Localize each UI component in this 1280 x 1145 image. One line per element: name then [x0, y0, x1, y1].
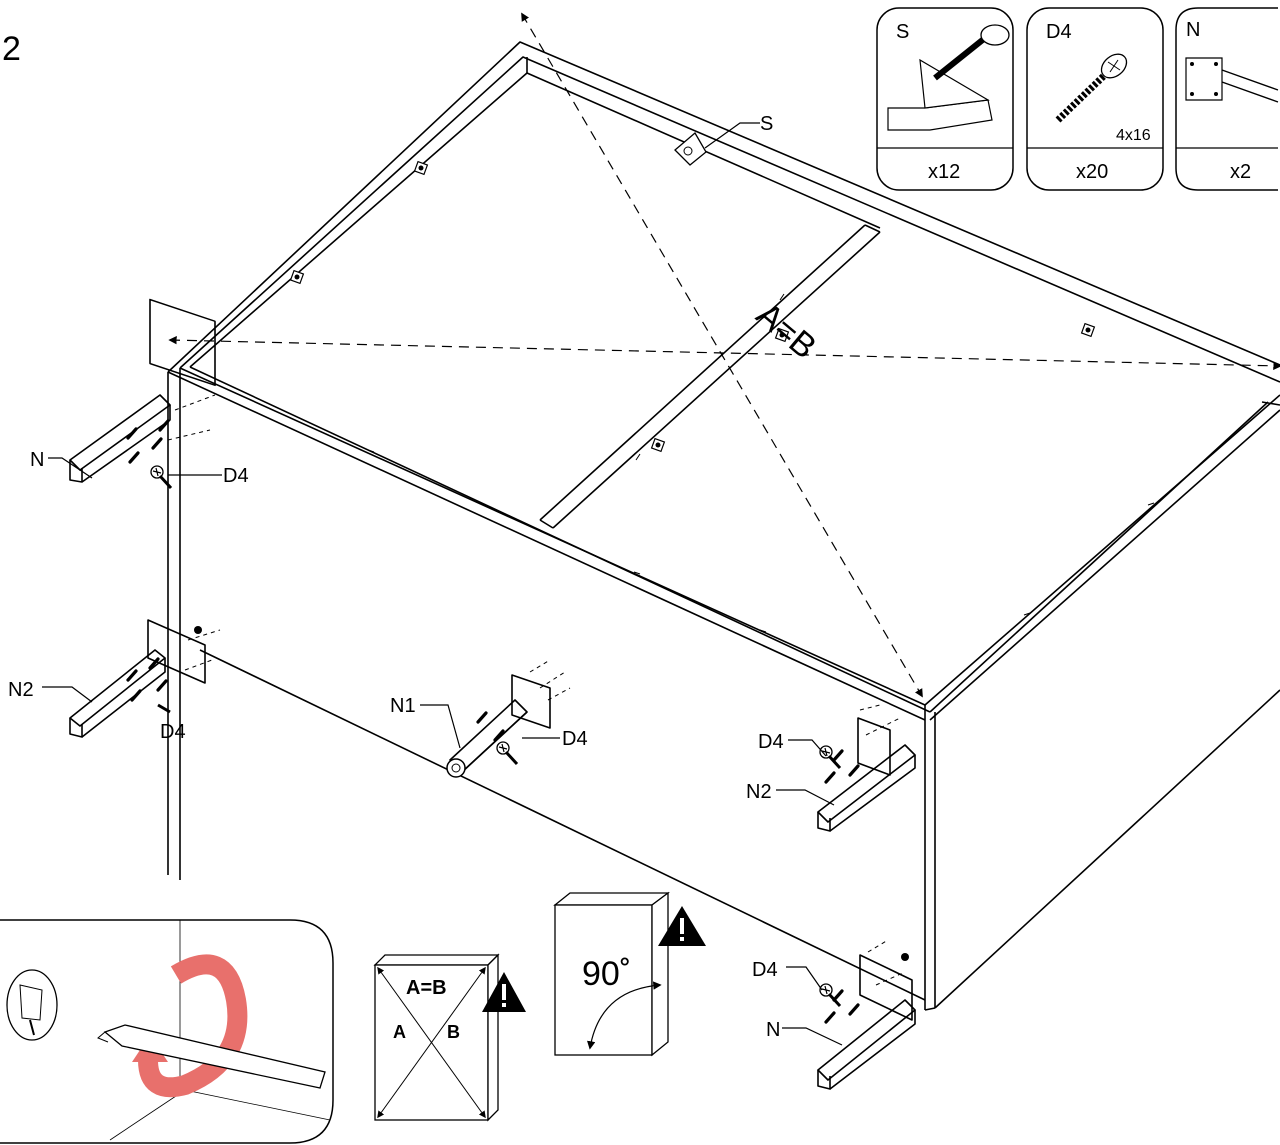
- callout-n-top-left: N: [30, 449, 44, 471]
- part-d4-qty: x20: [1076, 161, 1108, 183]
- part-s-code: S: [896, 21, 909, 43]
- angle-check: 90˚: [553, 891, 706, 1057]
- callout-n1-middle: N1: [390, 695, 416, 717]
- callout-n-right-bottom: N: [766, 1019, 780, 1041]
- check-a: A: [393, 1022, 406, 1042]
- part-s-qty: x12: [928, 161, 960, 183]
- warning-icon: [658, 906, 706, 946]
- callout-s: S: [760, 113, 773, 135]
- corner-bracket-icon: [887, 24, 1010, 131]
- check-b: B: [447, 1022, 460, 1042]
- callout-d4-top-left: D4: [223, 465, 249, 487]
- leg-right-bottom: [817, 939, 916, 1090]
- callout-n2-bottom-left: N2: [8, 679, 34, 701]
- leg-bracket-icon: [1185, 57, 1279, 103]
- callout-d4-bottom-left: D4: [160, 721, 186, 743]
- leg-top-left: [69, 298, 216, 490]
- callout-d4-right-bottom: D4: [752, 959, 778, 981]
- screwdriver-icon: [97, 1024, 326, 1089]
- callout-d4-middle: D4: [562, 728, 588, 750]
- angle-value: 90˚: [582, 955, 631, 993]
- cam-lock-icon: [6, 969, 58, 1041]
- screwdriver-detail: [0, 919, 334, 1144]
- callout-d4-right: D4: [758, 731, 784, 753]
- step-number: 2: [2, 30, 21, 68]
- part-n-qty: x2: [1230, 161, 1251, 183]
- callout-n2-right: N2: [746, 781, 772, 803]
- part-s: S x12: [876, 7, 1014, 191]
- warning-icon: [482, 972, 526, 1012]
- corner-bracket-icon: [674, 132, 707, 166]
- part-n-code: N: [1186, 19, 1200, 41]
- diagonal-check: A=B A B: [373, 953, 526, 1122]
- leg-middle: [446, 659, 571, 778]
- part-d4-size: 4x16: [1116, 127, 1151, 144]
- diagonal-label: A=B: [749, 295, 823, 366]
- leg-right: [817, 704, 916, 832]
- screw-icon: [1055, 53, 1128, 123]
- diagonal-lines: [168, 12, 1280, 698]
- check-equation: A=B: [406, 977, 447, 999]
- leg-bottom-left: [69, 619, 221, 738]
- part-d4-code: D4: [1046, 21, 1072, 43]
- part-n: N x2: [1175, 7, 1279, 191]
- parts-legend: S x12 D4 4x16 x20 N: [876, 7, 1279, 191]
- part-d4: D4 4x16 x20: [1026, 7, 1164, 191]
